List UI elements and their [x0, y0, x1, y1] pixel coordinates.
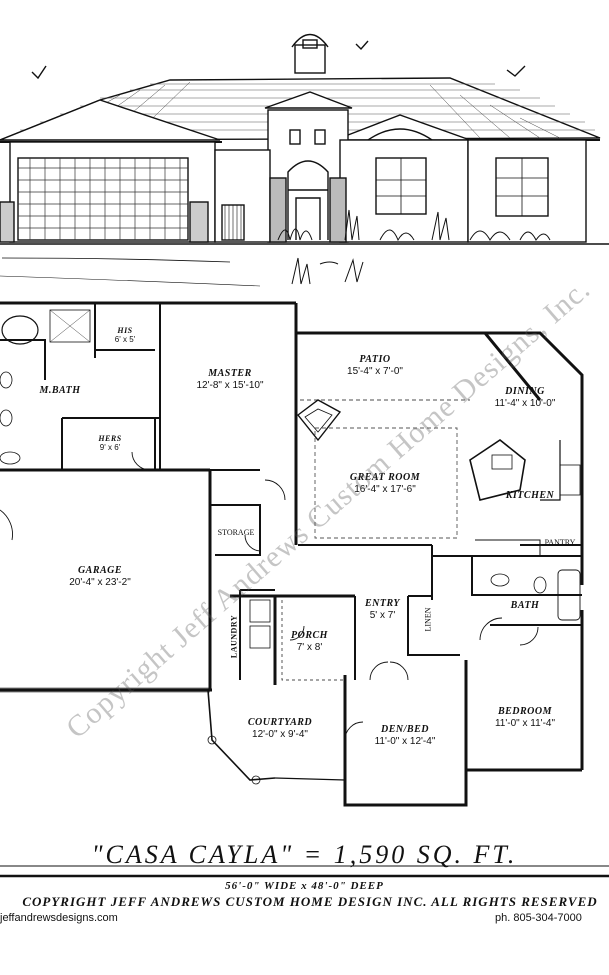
room-kitchen: KITCHEN	[500, 490, 560, 502]
room-dims: 7' x 8'	[296, 642, 323, 653]
phone-number: ph. 805-304-7000	[495, 912, 582, 924]
room-name: BEDROOM	[497, 706, 553, 717]
room-pantry: PANTRY	[540, 538, 580, 547]
room-storage: STORAGE	[214, 528, 258, 537]
room-master: MASTER 12'-8" x 15'-10"	[170, 368, 290, 392]
room-name: STORAGE	[217, 528, 255, 537]
room-name: DINING	[505, 386, 545, 397]
room-dims: 20'-4" x 23'-2"	[69, 577, 131, 588]
room-dims: 6' x 5'	[114, 335, 136, 344]
room-dining: DINING 11'-4" x 10'-0"	[470, 386, 580, 410]
room-name: HERS	[98, 434, 122, 443]
room-entry: ENTRY 5' x 7'	[355, 598, 410, 622]
room-linen: LINEN	[424, 600, 433, 640]
room-bath: BATH	[500, 600, 550, 612]
room-name: GREAT ROOM	[349, 472, 421, 483]
website-link[interactable]: jeffandrewsdesigns.com	[0, 912, 118, 924]
room-name: ENTRY	[364, 598, 401, 609]
room-dims: 12'-8" x 15'-10"	[196, 380, 264, 391]
room-dims: 11'-0" x 11'-4"	[494, 718, 556, 729]
room-great-room: GREAT ROOM 16'-4" x 17'-6"	[330, 472, 440, 496]
floor-plan	[0, 301, 584, 807]
room-name: KITCHEN	[505, 490, 555, 501]
room-dims: 11'-4" x 10'-0"	[494, 398, 556, 409]
room-hers: HERS 9' x 6'	[85, 434, 135, 452]
room-den-bed: DEN/BED 11'-0" x 12'-4"	[350, 724, 460, 748]
room-name: GARAGE	[77, 565, 123, 576]
front-elevation	[0, 33, 609, 287]
room-dims: 11'-0" x 12'-4"	[374, 736, 436, 747]
room-patio: PATIO 15'-4" x 7'-0"	[320, 354, 430, 378]
room-name: COURTYARD	[247, 717, 313, 728]
room-courtyard: COURTYARD 12'-0" x 9'-4"	[225, 717, 335, 741]
room-name: LINEN	[423, 607, 433, 632]
room-dims: 15'-4" x 7'-0"	[347, 366, 403, 377]
room-name: PATIO	[359, 354, 391, 365]
room-name: MASTER	[208, 368, 252, 379]
room-dims: 16'-4" x 17'-6"	[354, 484, 416, 495]
room-dims: 12'-0" x 9'-4"	[252, 729, 308, 740]
room-garage: GARAGE 20'-4" x 23'-2"	[40, 565, 160, 589]
room-m-bath: M.BATH	[30, 385, 90, 397]
room-dims: 9' x 6'	[99, 443, 121, 452]
room-name: PORCH	[291, 630, 328, 641]
room-name: BATH	[510, 600, 540, 611]
room-name: M.BATH	[39, 385, 81, 396]
plan-size: 56'-0" WIDE x 48'-0" DEEP	[225, 880, 384, 892]
room-name: PANTRY	[544, 538, 576, 547]
room-name: HIS	[117, 326, 133, 335]
room-bedroom: BEDROOM 11'-0" x 11'-4"	[470, 706, 580, 730]
room-porch: PORCH 7' x 8'	[282, 630, 337, 654]
plan-title: "CASA CAYLA" = 1,590 SQ. FT.	[91, 840, 518, 869]
room-name: DEN/BED	[381, 724, 429, 735]
room-dims: 5' x 7'	[369, 610, 396, 621]
copyright-line: COPYRIGHT JEFF ANDREWS CUSTOM HOME DESIG…	[22, 894, 598, 909]
room-his: HIS 6' x 5'	[100, 326, 150, 344]
